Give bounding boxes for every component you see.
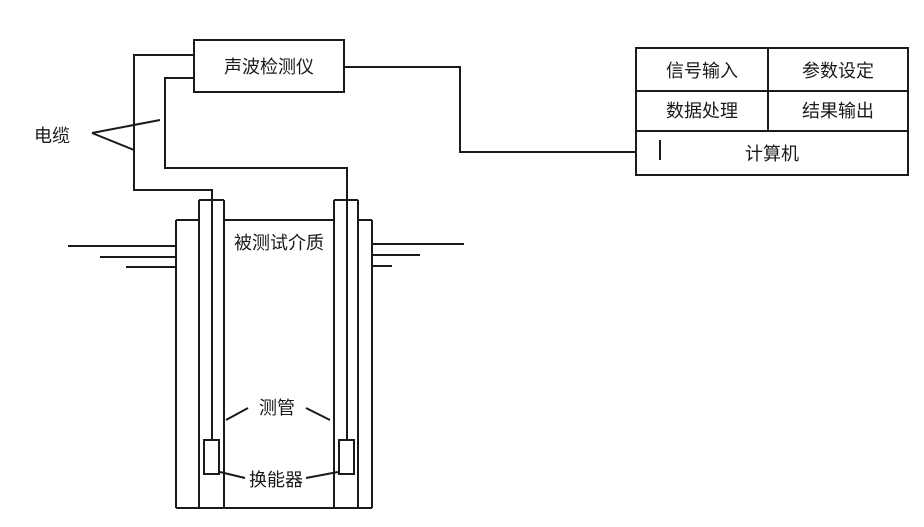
tube-callout-right: [305, 407, 331, 421]
cable-callout-upper: [91, 119, 161, 134]
computer-cell-result-output: 结果输出: [802, 101, 874, 122]
test-tube-left: [198, 199, 225, 508]
transducer-callout-left: [219, 471, 246, 479]
test-tube-right: [333, 199, 359, 508]
transducer-right: [338, 439, 355, 475]
tube-label: 测管: [259, 398, 295, 419]
tube-callout-left: [225, 407, 249, 421]
test-medium-block: [175, 219, 373, 509]
ground-right: [372, 243, 464, 267]
transducer-callout-right: [305, 471, 339, 479]
computer-cell-signal-input: 信号输入: [666, 61, 738, 82]
cable-callout-lower: [91, 132, 135, 151]
instrument-label: 声波检测仪: [224, 57, 314, 78]
medium-label: 被测试介质: [234, 233, 324, 254]
computer-cell-parameter-setting: 参数设定: [802, 61, 874, 82]
cable-label: 电缆: [34, 126, 70, 147]
cable-right: [164, 77, 348, 200]
transducer-left: [203, 439, 220, 475]
cable-left: [133, 54, 213, 200]
ground-left: [68, 245, 176, 268]
computer-label: 计算机: [745, 144, 799, 165]
computer-cell-data-processing: 数据处理: [666, 101, 738, 122]
computer-box: [635, 47, 909, 176]
data-cable-line: [344, 66, 636, 153]
transducer-label: 换能器: [249, 470, 303, 491]
